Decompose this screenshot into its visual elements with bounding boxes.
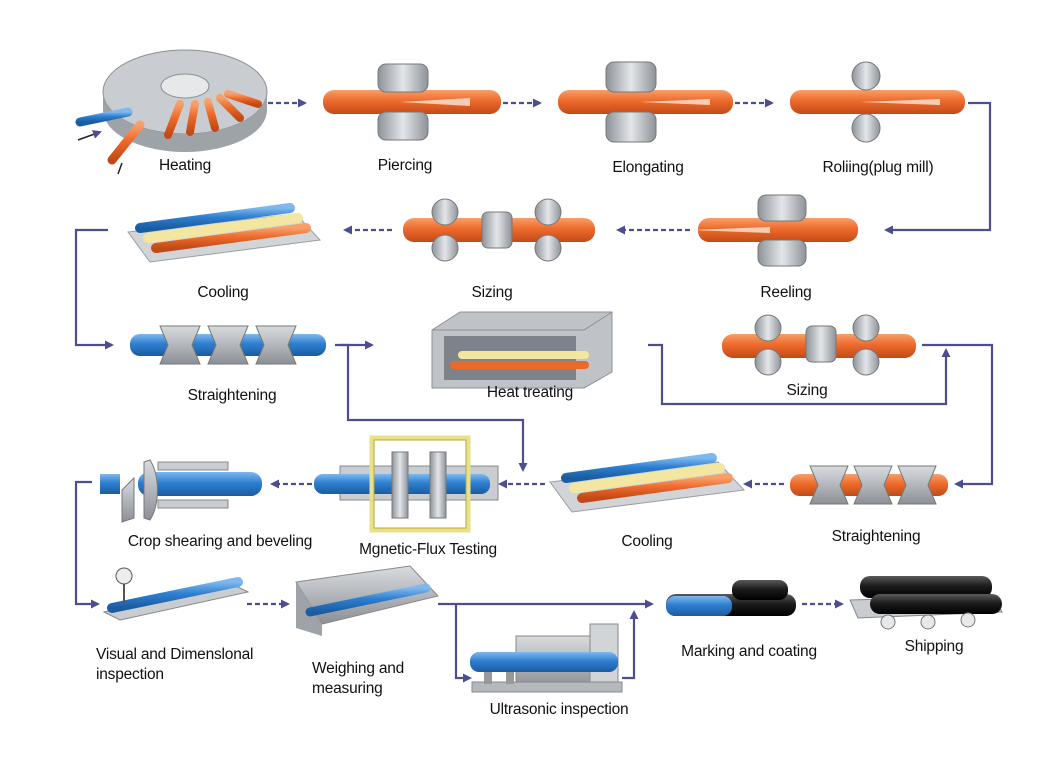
- label-visual-inspection-line2: inspection: [96, 666, 164, 683]
- roller-pair-icon: [403, 198, 595, 262]
- label-sizing-1: Sizing: [471, 284, 513, 301]
- roller-pair-icon: [790, 61, 965, 143]
- roller-pair-icon: [690, 194, 858, 267]
- roller-pair-icon: [558, 61, 733, 143]
- label-cooling-2: Cooling: [621, 533, 673, 550]
- arrow-to-ultrasonic: [454, 604, 472, 683]
- roller-pair-icon: [323, 63, 501, 141]
- cooling-bed-icon: [549, 453, 746, 513]
- furnace-icon: [75, 49, 268, 175]
- weighing-icon: [295, 565, 439, 636]
- crop-shear-icon: [100, 459, 262, 523]
- label-reeling: Reeling: [760, 284, 812, 301]
- label-shipping: Shipping: [904, 638, 964, 655]
- label-weighing-line1: Weighing and: [312, 660, 405, 677]
- label-heating: Heating: [159, 157, 212, 174]
- label-elongating: Elongating: [612, 159, 684, 176]
- label-visual-inspection-line1: Visual and Dimenslonal: [96, 646, 254, 663]
- label-sizing-2: Sizing: [786, 382, 828, 399]
- shipping-cart-icon: [849, 576, 1003, 630]
- label-straightening-2: Straightening: [831, 528, 921, 545]
- mft-frame-icon: [314, 435, 499, 533]
- ultrasonic-tank-icon: [470, 623, 623, 693]
- label-crop-shearing: Crop shearing and beveling: [127, 533, 313, 550]
- heat-furnace-icon: [413, 311, 616, 389]
- cooling-bed-icon: [127, 203, 322, 263]
- roller-pair-icon: [722, 314, 916, 376]
- label-straightening-1: Straightening: [187, 387, 277, 404]
- flow-arrows: [74, 98, 994, 683]
- label-mft: Mgnetic-Flux Testing: [359, 541, 497, 558]
- gauge-icon: [102, 567, 250, 621]
- arrow-rolling-reeling: [884, 101, 992, 235]
- arrow-cooling-straightening: [74, 228, 114, 350]
- label-weighing-line2: measuring: [312, 680, 383, 697]
- label-cooling-1: Cooling: [197, 284, 249, 301]
- arrow-ultrasonic-marking: [622, 610, 639, 680]
- arrow-sizing-straightening: [922, 343, 994, 489]
- arrow-sizing-loop: [648, 343, 951, 406]
- label-ultrasonic: Ultrasonic inspection: [489, 701, 629, 718]
- straightener-icon: [130, 325, 326, 365]
- label-piercing: Piercing: [377, 157, 433, 174]
- label-heat-treating: Heat treating: [486, 384, 574, 401]
- straightener-icon: [790, 465, 948, 505]
- coated-pipe-icon: [666, 580, 796, 616]
- arrow-crop-visual: [74, 480, 100, 609]
- label-rolling: Roliing(plug mill): [822, 159, 934, 176]
- label-marking-coating: Marking and coating: [681, 643, 817, 660]
